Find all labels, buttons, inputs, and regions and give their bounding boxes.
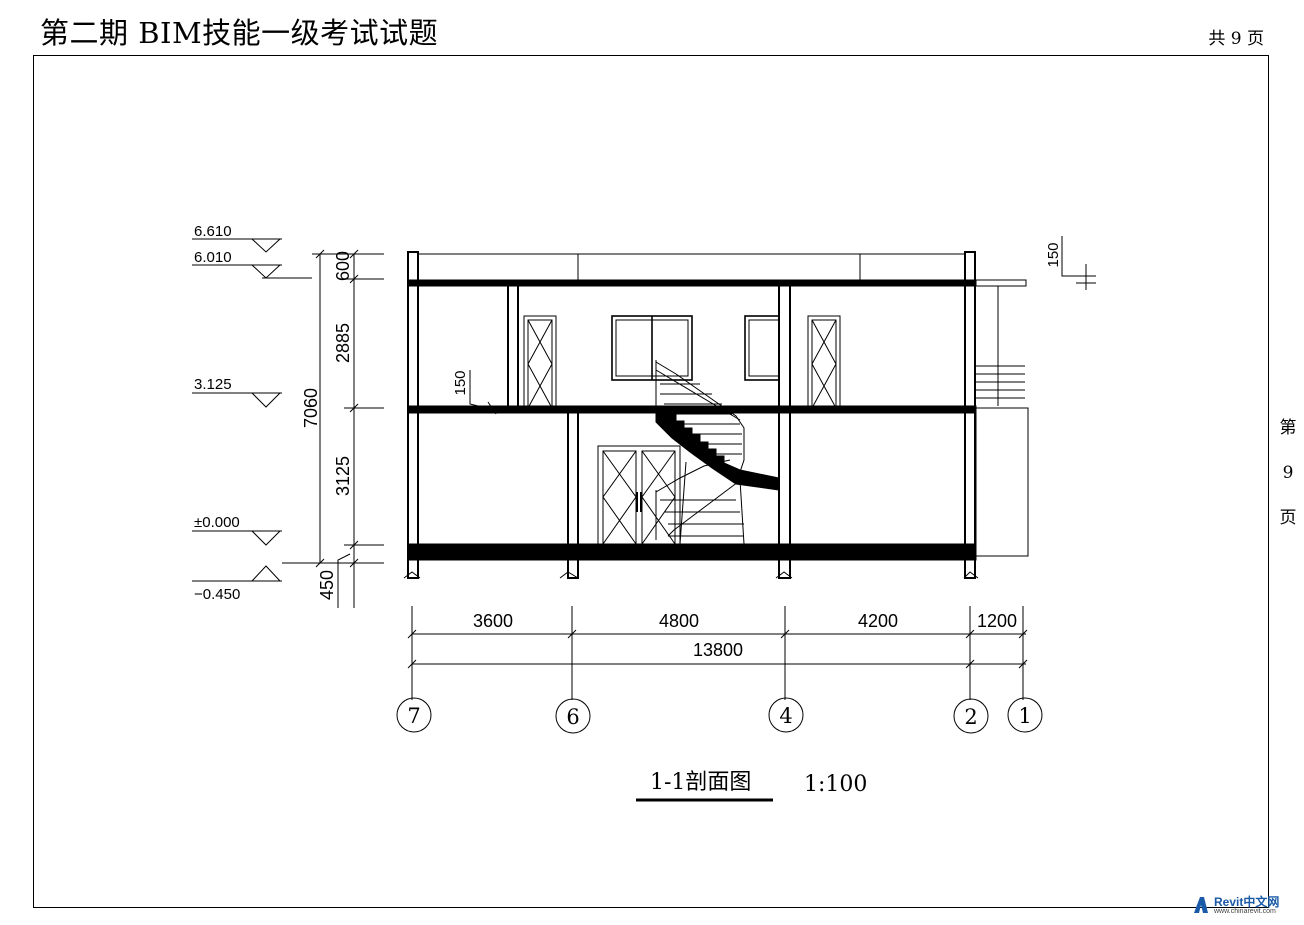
elevation-label: −0.450 bbox=[194, 586, 240, 603]
elevation-marker-6010 bbox=[192, 264, 312, 279]
revit-logo-icon bbox=[1194, 897, 1208, 913]
elevation-marker-0000 bbox=[192, 530, 282, 546]
axis-label: 6 bbox=[566, 705, 579, 729]
axis-bubble-1 bbox=[1007, 697, 1043, 733]
elevation-marker-minus0450 bbox=[192, 562, 330, 582]
dimension-label: 1200 bbox=[977, 611, 1017, 631]
building-section bbox=[403, 251, 1029, 579]
axis-label: 2 bbox=[964, 705, 977, 729]
total-pages-label: 共 9 页 bbox=[1208, 29, 1264, 49]
slab-note-roof bbox=[1061, 236, 1096, 290]
dimension-label: 4800 bbox=[659, 611, 699, 631]
vertical-dimension-chain bbox=[312, 249, 384, 608]
drawing-scale: 1:100 bbox=[804, 772, 867, 797]
side-page-char: 第 bbox=[1279, 418, 1297, 438]
dimension-label: 4200 bbox=[858, 611, 898, 631]
side-page-char: 页 bbox=[1279, 508, 1297, 528]
drawing-frame bbox=[33, 55, 1269, 908]
dimension-label: 3600 bbox=[473, 611, 513, 631]
dimension-label: 450 bbox=[317, 570, 337, 600]
staircase bbox=[655, 360, 780, 545]
axis-bubble-6 bbox=[555, 698, 591, 734]
page-title: 第二期 BIM技能一级考试试题 bbox=[40, 16, 439, 50]
slab-thickness-label: 150 bbox=[452, 370, 469, 395]
dimension-label: 600 bbox=[333, 251, 353, 281]
elevation-label: ±0.000 bbox=[194, 514, 240, 531]
slab-thickness-label: 150 bbox=[1045, 242, 1062, 267]
dimension-total-height: 7060 bbox=[301, 388, 321, 428]
slab-note-floor bbox=[469, 370, 497, 415]
axis-bubble-7 bbox=[396, 697, 432, 733]
axis-label: 7 bbox=[407, 704, 420, 728]
dimension-total-width: 13800 bbox=[693, 640, 743, 660]
axis-bubble-4 bbox=[768, 697, 804, 733]
axis-label: 1 bbox=[1018, 704, 1031, 728]
axis-label: 4 bbox=[779, 704, 792, 728]
watermark-url: www.chinarevit.com bbox=[1214, 907, 1276, 915]
elevation-label: 6.010 bbox=[194, 249, 232, 266]
elevation-label: 3.125 bbox=[194, 376, 232, 393]
horizontal-dimension-chain bbox=[407, 606, 1028, 700]
dimension-label: 2885 bbox=[333, 323, 353, 363]
dimension-label: 3125 bbox=[333, 456, 353, 496]
elevation-label: 6.610 bbox=[194, 223, 232, 240]
watermark: Revit中文网 www.chinarevit.com bbox=[1192, 892, 1279, 918]
watermark-name: Revit中文网 bbox=[1214, 894, 1280, 909]
elevation-marker-6610 bbox=[192, 238, 282, 253]
axis-bubble-2 bbox=[953, 698, 989, 734]
drawing-title: 1-1剖面图 bbox=[650, 770, 751, 795]
side-page-char: 9 bbox=[1282, 463, 1294, 483]
side-page-number: 第 9 页 bbox=[1276, 406, 1300, 541]
elevation-marker-3125 bbox=[192, 392, 282, 408]
